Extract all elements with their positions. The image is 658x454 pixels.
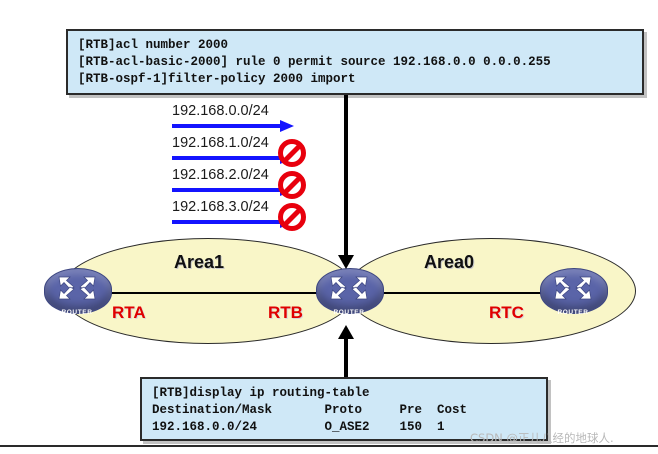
route-arrow-2 <box>172 184 294 196</box>
route-row-0: 192.168.0.0/24 <box>170 103 370 136</box>
routing-table-line-1: [RTB]display ip routing-table <box>152 386 370 400</box>
acl-config-line-2: [RTB-acl-basic-2000] rule 0 permit sourc… <box>78 55 551 69</box>
acl-config-line-1: [RTB]acl number 2000 <box>78 38 229 52</box>
route-prefix-label-1: 192.168.1.0/24 <box>172 135 269 151</box>
router-body-rtc <box>540 268 608 314</box>
bottom-divider <box>0 445 658 447</box>
watermark-text: CSDN @正儿八经的地球人. <box>470 431 614 445</box>
callout-arrow-down-to-rtb <box>338 95 354 270</box>
route-arrow-shaft-3 <box>172 220 284 224</box>
deny-icon-3 <box>278 203 306 231</box>
router-arrows-icon-rtb <box>330 276 368 300</box>
callout-arrow-down-head <box>338 255 354 269</box>
routing-table-line-2: Destination/Mask Proto Pre Cost <box>152 403 468 417</box>
router-body-rtb <box>316 268 384 314</box>
acl-config-line-3: [RTB-ospf-1]filter-policy 2000 import <box>78 72 356 86</box>
route-prefix-label-2: 192.168.2.0/24 <box>172 167 269 183</box>
route-row-1: 192.168.1.0/24 <box>170 135 370 168</box>
acl-config-console-box: [RTB]acl number 2000 [RTB-acl-basic-2000… <box>66 29 644 95</box>
deny-icon-2 <box>278 171 306 199</box>
link-rtb-rtc <box>378 292 554 294</box>
router-icon-rta[interactable]: ROUTER <box>44 268 112 318</box>
router-arrows-icon-rtc <box>554 276 592 300</box>
router-arrows-icon-rta <box>58 276 96 300</box>
route-arrow-3 <box>172 216 294 228</box>
route-row-3: 192.168.3.0/24 <box>170 199 370 232</box>
routing-table-line-3: 192.168.0.0/24 O_ASE2 150 1 <box>152 420 445 434</box>
routing-table-console-box: [RTB]display ip routing-table Destinatio… <box>140 377 548 441</box>
router-icon-rtc[interactable]: ROUTER <box>540 268 608 318</box>
callout-arrow-up-to-rtb <box>338 325 354 379</box>
router-device-tag-rtb: ROUTER <box>333 309 365 316</box>
link-rta-rtb <box>96 292 318 294</box>
router-body-rta <box>44 268 112 314</box>
router-name-rtb: RTB <box>268 303 303 322</box>
callout-arrow-up-shaft <box>344 337 348 379</box>
route-prefix-label-0: 192.168.0.0/24 <box>172 103 269 119</box>
route-arrow-head-0 <box>280 120 294 132</box>
callout-arrow-down-shaft <box>344 95 348 258</box>
router-name-rta: RTA <box>112 303 146 322</box>
router-device-tag-rtc: ROUTER <box>557 309 589 316</box>
router-icon-rtb[interactable]: ROUTER <box>316 268 384 318</box>
route-arrow-shaft-2 <box>172 188 284 192</box>
route-arrow-shaft-0 <box>172 124 284 128</box>
route-prefix-label-3: 192.168.3.0/24 <box>172 199 269 215</box>
route-arrow-1 <box>172 152 294 164</box>
router-name-rtc: RTC <box>489 303 524 322</box>
area1-label: Area1 <box>174 252 225 272</box>
area0-label: Area0 <box>424 252 475 272</box>
route-arrow-0 <box>172 120 294 132</box>
deny-icon-1 <box>278 139 306 167</box>
callout-arrow-up-head <box>338 325 354 339</box>
router-device-tag-rta: ROUTER <box>61 309 93 316</box>
route-row-2: 192.168.2.0/24 <box>170 167 370 200</box>
route-arrow-shaft-1 <box>172 156 284 160</box>
